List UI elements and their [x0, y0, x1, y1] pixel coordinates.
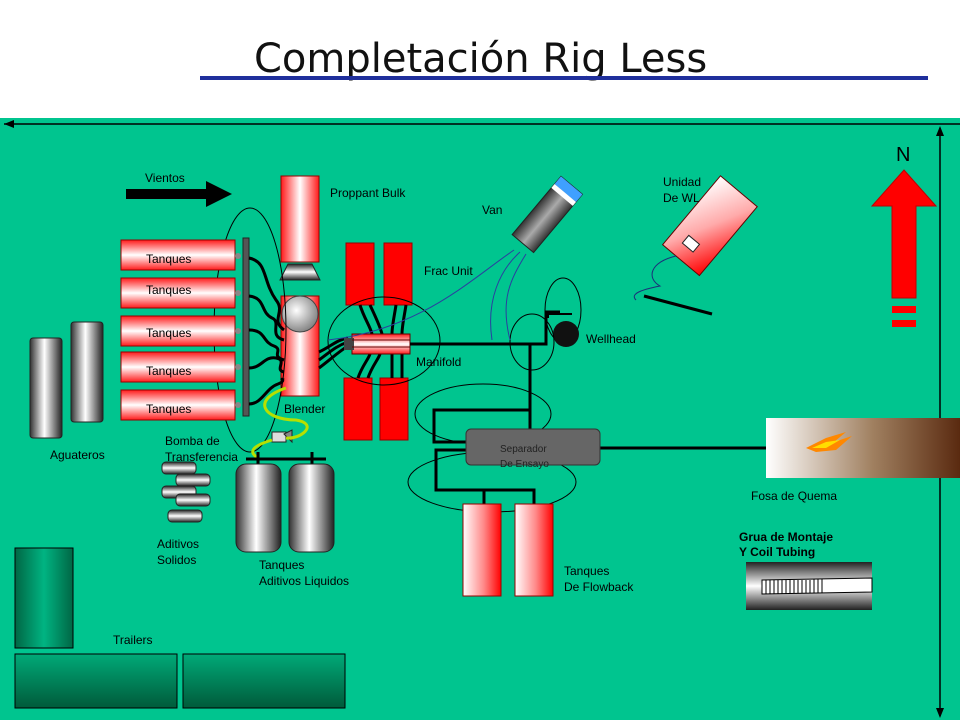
fosa-label: Fosa de Quema [751, 489, 838, 503]
blender-label: Blender [284, 402, 326, 416]
wellhead [544, 277, 582, 347]
grua-label-1: Grua de Montaje [739, 530, 834, 544]
tank-valves [235, 253, 241, 408]
van-label: Van [482, 203, 503, 217]
title-underline [200, 76, 928, 80]
tanque-label-3: Tanques [146, 326, 192, 340]
separador-label-2: De Ensayo [500, 459, 549, 470]
blender [280, 295, 320, 397]
crane-coil-tubing [746, 562, 873, 610]
bomba-label-2: Transferencia [165, 450, 238, 464]
tanque-label-1: Tanques [146, 252, 192, 266]
page-title: Completación Rig Less [254, 36, 708, 82]
bomba-label-1: Bomba de [165, 434, 220, 448]
wireline-unit [661, 175, 758, 277]
solid-additives [161, 461, 211, 523]
manifold [344, 333, 411, 355]
aditivos-liquidos-label-1: Tanques [259, 558, 305, 572]
tanque-label-2: Tanques [146, 283, 192, 297]
flowback-label-2: De Flowback [564, 580, 634, 594]
north-arrow-icon [870, 169, 938, 327]
aditivos-solidos-label-2: Solidos [157, 553, 197, 567]
frac-unit-label: Frac Unit [424, 264, 473, 278]
transfer-pump [271, 429, 293, 444]
aditivos-liquidos-label-2: Aditivos Liquidos [259, 574, 350, 588]
proppant-bulk [279, 175, 321, 281]
transfer-hoses [251, 386, 309, 460]
test-separator [465, 428, 601, 466]
vientos-label: Vientos [145, 171, 185, 185]
data-cables [327, 249, 527, 341]
manifold-label: Manifold [416, 355, 462, 369]
proppant-bulk-label: Proppant Bulk [330, 186, 406, 200]
aditivos-solidos-label-1: Aditivos [157, 537, 200, 551]
wind-arrow [126, 181, 232, 207]
flowback-label-1: Tanques [564, 564, 610, 578]
water-tanks [120, 239, 236, 421]
tanque-label-5: Tanques [146, 402, 192, 416]
wireline-cable [633, 255, 677, 301]
unidad-wl-label-1: Unidad [663, 175, 702, 189]
data-van [511, 175, 584, 254]
north-label: N [896, 144, 911, 166]
grua-label-2: Y Coil Tubing [739, 545, 816, 559]
aguateros-label: Aguateros [50, 448, 105, 462]
separador-label-1: Separador [500, 444, 547, 455]
water-trucks [29, 321, 104, 439]
trailers-label: Trailers [113, 633, 153, 647]
trailers [14, 547, 346, 709]
flowback-tanks [462, 503, 554, 597]
unidad-wl-label-2: De WL [663, 191, 700, 205]
liquid-additive-tanks [235, 452, 335, 553]
wellhead-label: Wellhead [586, 332, 636, 346]
flare-pit [766, 418, 960, 478]
tanque-label-4: Tanques [146, 364, 192, 378]
frac-units [343, 242, 413, 441]
